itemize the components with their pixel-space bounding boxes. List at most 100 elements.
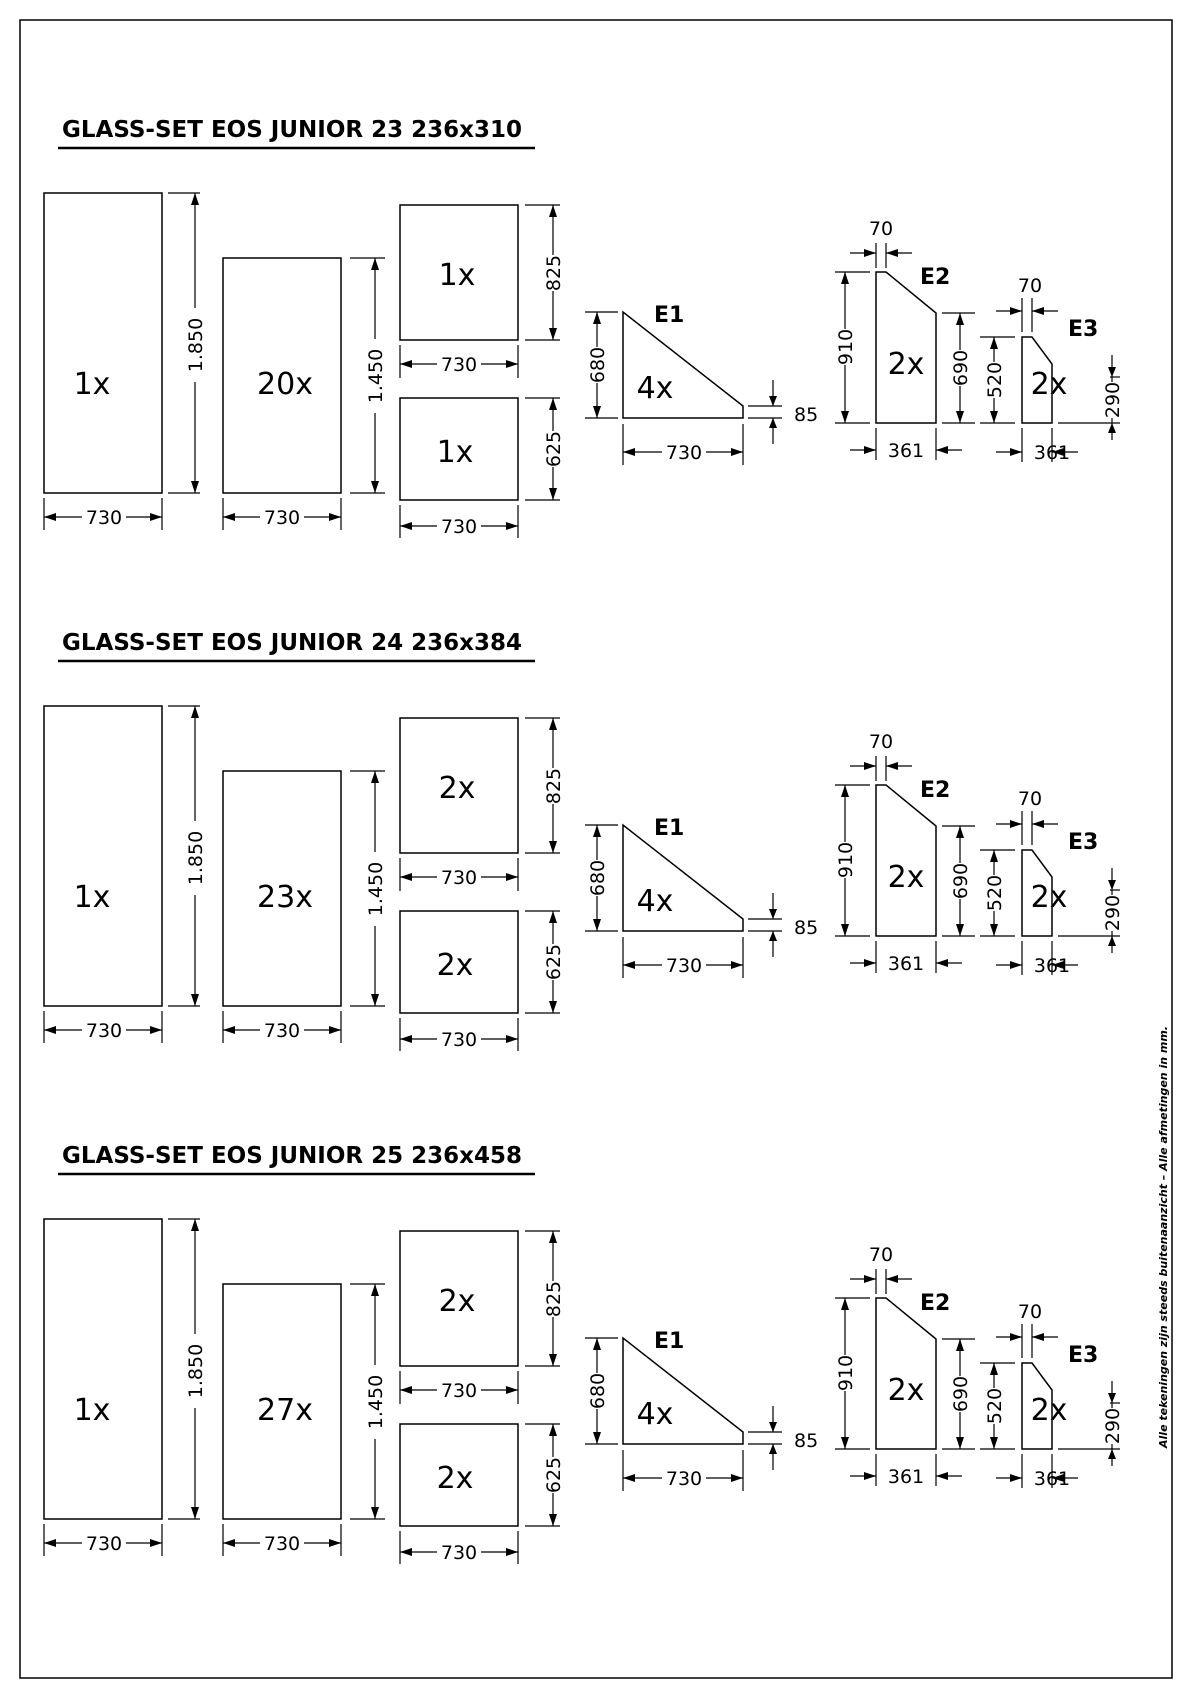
dim-1850: 1.850 [185,318,207,372]
pane-1450 [222,1283,342,1520]
shape-e2 [875,784,937,937]
dim-70: 70 [1018,788,1042,810]
pane-825-qty: 1x [439,258,476,293]
dim-361: 361 [888,440,924,462]
sheet-border [19,19,1173,1679]
pane-825 [399,717,519,854]
glass-sets: GLASS-SET EOS JUNIOR 23 236x310 1x 1.850… [43,117,1124,1564]
shape-e2 [875,1297,937,1450]
dim-70: 70 [1018,1301,1042,1323]
pane-1850 [43,192,163,494]
e3-qty: 2x [1031,880,1068,915]
pane-1450-qty: 20x [257,367,313,402]
e2-qty: 2x [888,860,925,895]
glass-set-2: GLASS-SET EOS JUNIOR 24 236x384 1x 1.850… [43,630,1124,1051]
shape-e3 [1021,1362,1053,1450]
dim-361: 361 [1034,442,1070,464]
dim-520: 520 [984,1388,1006,1424]
dim-1450: 1.450 [365,349,387,403]
e1-qty: 4x [637,884,674,919]
label-e2: E2 [920,778,950,803]
e1-qty: 4x [637,1397,674,1432]
pane-625 [399,1423,519,1527]
dim-70: 70 [1018,275,1042,297]
label-e1: E1 [654,1329,684,1354]
dim-730: 730 [441,867,477,889]
dim-730: 730 [666,1468,702,1490]
set-title: GLASS-SET EOS JUNIOR 24 236x384 [62,630,522,656]
dim-730: 730 [264,507,300,529]
pane-1450-qty: 27x [257,1393,313,1428]
dim-730: 730 [441,1380,477,1402]
dim-290: 290 [1102,895,1124,931]
dim-85: 85 [794,917,818,939]
dim-361: 361 [888,1466,924,1488]
pane-1450-qty: 23x [257,880,313,915]
pane-825 [399,204,519,341]
dim-361: 361 [1034,1468,1070,1490]
pane-1850-qty: 1x [74,367,111,402]
dim-730: 730 [86,1020,122,1042]
dim-825: 825 [543,255,565,291]
label-e3: E3 [1068,317,1098,342]
pane-625-qty: 2x [437,948,474,983]
dim-680: 680 [587,1373,609,1409]
dim-730: 730 [264,1533,300,1555]
dim-690: 690 [950,350,972,386]
e2-qty: 2x [888,347,925,382]
e2-qty: 2x [888,1373,925,1408]
pane-825-qty: 2x [439,1284,476,1319]
glass-set-1: GLASS-SET EOS JUNIOR 23 236x310 1x 1.850… [43,117,1124,538]
shape-e2 [875,271,937,424]
set-title: GLASS-SET EOS JUNIOR 23 236x310 [62,117,522,143]
shape-e1 [622,823,744,932]
dim-730: 730 [666,442,702,464]
dim-680: 680 [587,347,609,383]
dim-290: 290 [1102,1408,1124,1444]
side-note: Alle tekeningen zijn steeds buitenaanzic… [1157,1026,1170,1449]
dim-730: 730 [666,955,702,977]
e3-qty: 2x [1031,1393,1068,1428]
dim-690: 690 [950,863,972,899]
dim-910: 910 [835,842,857,878]
pane-1850-qty: 1x [74,880,111,915]
set-title: GLASS-SET EOS JUNIOR 25 236x458 [62,1143,522,1169]
pane-1850 [43,705,163,1007]
dim-70: 70 [869,1244,893,1266]
dim-910: 910 [835,329,857,365]
dim-690: 690 [950,1376,972,1412]
e3-qty: 2x [1031,367,1068,402]
pane-1850 [43,1218,163,1520]
dim-85: 85 [794,404,818,426]
label-e3: E3 [1068,1343,1098,1368]
label-e3: E3 [1068,830,1098,855]
dim-625: 625 [543,431,565,467]
dim-1850: 1.850 [185,1344,207,1398]
dim-825: 825 [543,1281,565,1317]
shape-e1 [622,1336,744,1445]
dim-730: 730 [86,1533,122,1555]
dim-1850: 1.850 [185,831,207,885]
pane-825 [399,1230,519,1367]
dim-825: 825 [543,768,565,804]
dim-730: 730 [441,354,477,376]
label-e2: E2 [920,265,950,290]
dim-730: 730 [441,1029,477,1051]
dim-70: 70 [869,218,893,240]
dim-1450: 1.450 [365,1375,387,1429]
dim-910: 910 [835,1355,857,1391]
dim-730: 730 [86,507,122,529]
dim-361: 361 [888,953,924,975]
label-e2: E2 [920,1291,950,1316]
dim-680: 680 [587,860,609,896]
dim-520: 520 [984,875,1006,911]
dim-85: 85 [794,1430,818,1452]
shape-e1 [622,310,744,419]
pane-1450 [222,770,342,1007]
shape-e3 [1021,336,1053,424]
dim-361: 361 [1034,955,1070,977]
pane-625-qty: 1x [437,435,474,470]
dim-730: 730 [441,1542,477,1564]
dim-290: 290 [1102,382,1124,418]
